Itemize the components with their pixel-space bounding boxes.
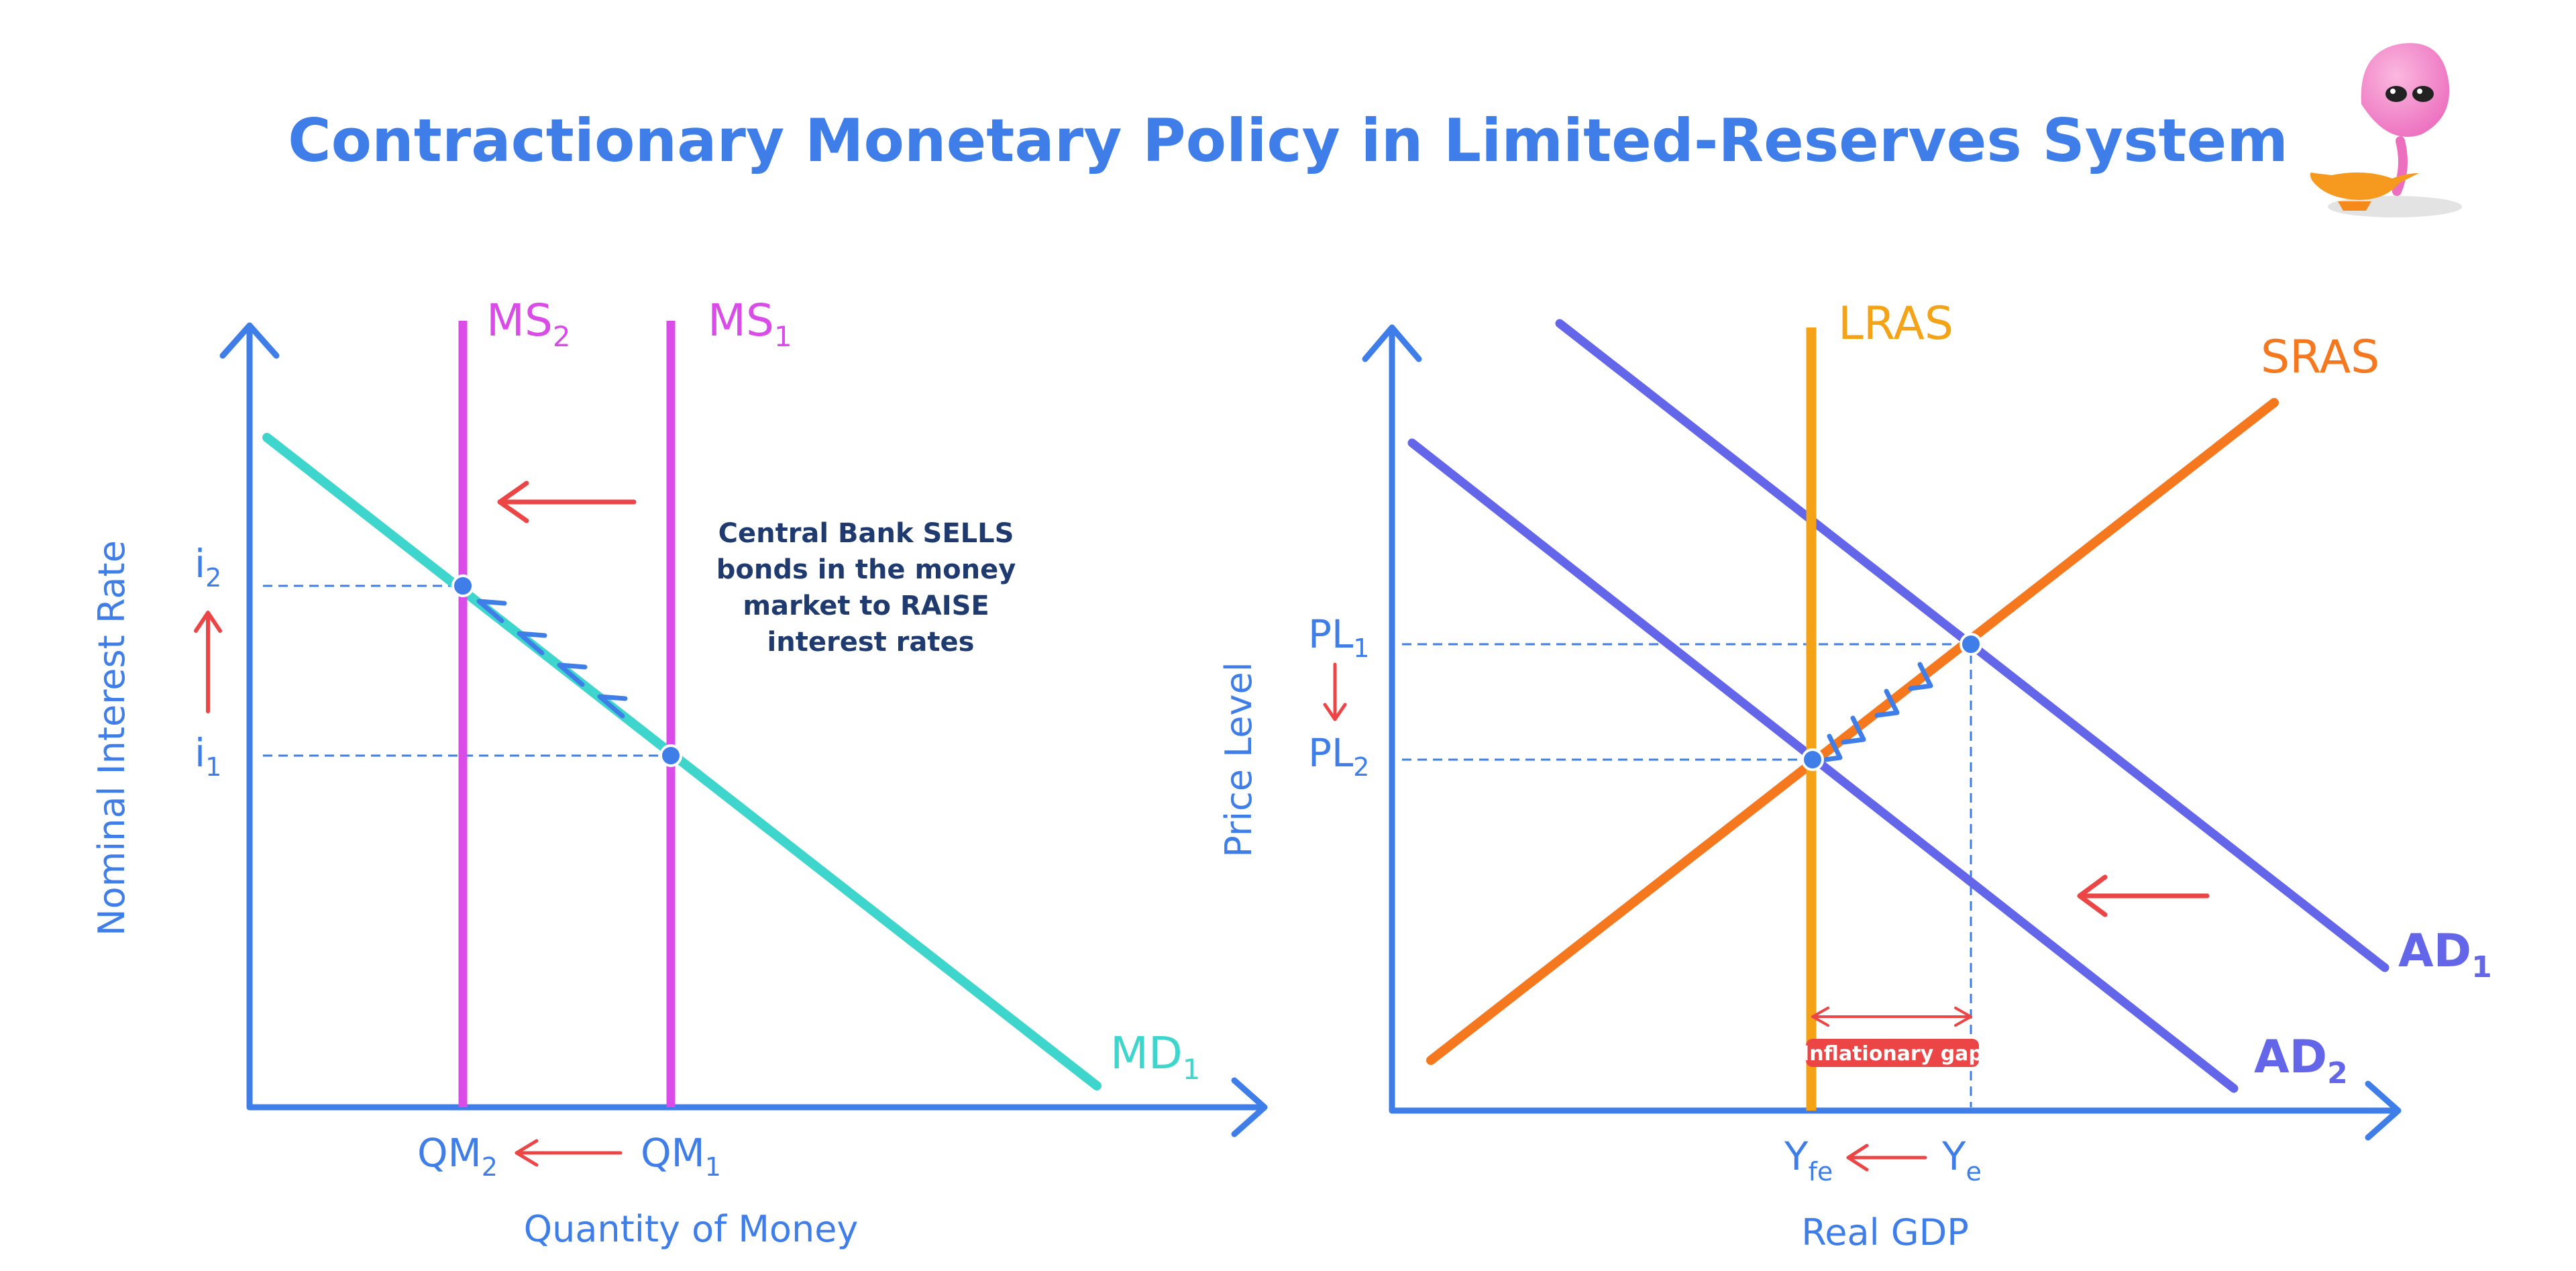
sras-curve [1426,398,2279,1065]
ad2-label: AD2 [2254,1031,2348,1090]
ms1-label: MS1 [708,295,792,353]
y-axis-label-price: Price Level [1218,662,1260,857]
yfe-label: Yfe [1784,1133,1833,1186]
output-decrease-arrow [1846,1143,1927,1172]
central-bank-note: Central Bank SELLS bonds in the money ma… [716,518,1026,658]
md-curve [262,433,1102,1090]
magic-lamp-icon [2310,172,2419,211]
x-axis-label-gdp: Real GDP [1801,1211,1969,1254]
pl2-label: PL2 [1308,730,1369,782]
ad1-label: AD1 [2398,925,2492,984]
md-label: MD1 [1110,1027,1201,1086]
i1-label: i1 [195,730,221,782]
qm2-label: QM2 [417,1130,498,1182]
ad-as-graph: Inflationary gap LRAS SRAS AD1 AD2 PL1 P… [1218,297,2492,1254]
ad-as-guides [1402,643,1972,1107]
equilibrium-point-e2 [1801,748,1824,771]
equilibrium-point-e1 [1960,633,1982,656]
y-axis-label-money: Nominal Interest Rate [91,540,133,936]
movement-arrows-sras [1817,662,1933,763]
ad2-curve [1407,438,2239,1093]
ms-shift-arrow [497,480,637,523]
lras-label: LRAS [1838,297,1953,350]
interest-rise-arrow [194,611,222,713]
x-axis-label-money: Quantity of Money [524,1208,859,1250]
sras-label: SRAS [2261,331,2379,384]
ye-label: Ye [1941,1133,1982,1186]
inflationary-gap-badge [1806,1039,1979,1067]
ad-shift-arrow [2077,874,2210,917]
ms2-label: MS2 [486,295,571,353]
inflationary-gap-bracket [1811,1007,1972,1027]
money-market-graph: MS2 MS1 MD1 i2 i1 QM2 QM1 Quantity of Mo… [91,295,1268,1250]
ad-as-axes [1362,324,2402,1141]
pl1-label: PL1 [1308,611,1369,663]
equilibrium-point-1 [659,744,682,767]
movement-arrows-md [476,599,628,719]
qm1-label: QM1 [641,1130,721,1182]
money-market-axes [219,322,1268,1137]
inflationary-gap-label: Inflationary gap [1802,1042,1983,1066]
equilibrium-point-2 [451,574,474,597]
i2-label: i2 [195,541,221,593]
page-title: Contractionary Monetary Policy in Limite… [288,106,2288,175]
price-level-decrease-arrow [1323,662,1347,721]
quantity-decrease-arrow [515,1139,623,1167]
